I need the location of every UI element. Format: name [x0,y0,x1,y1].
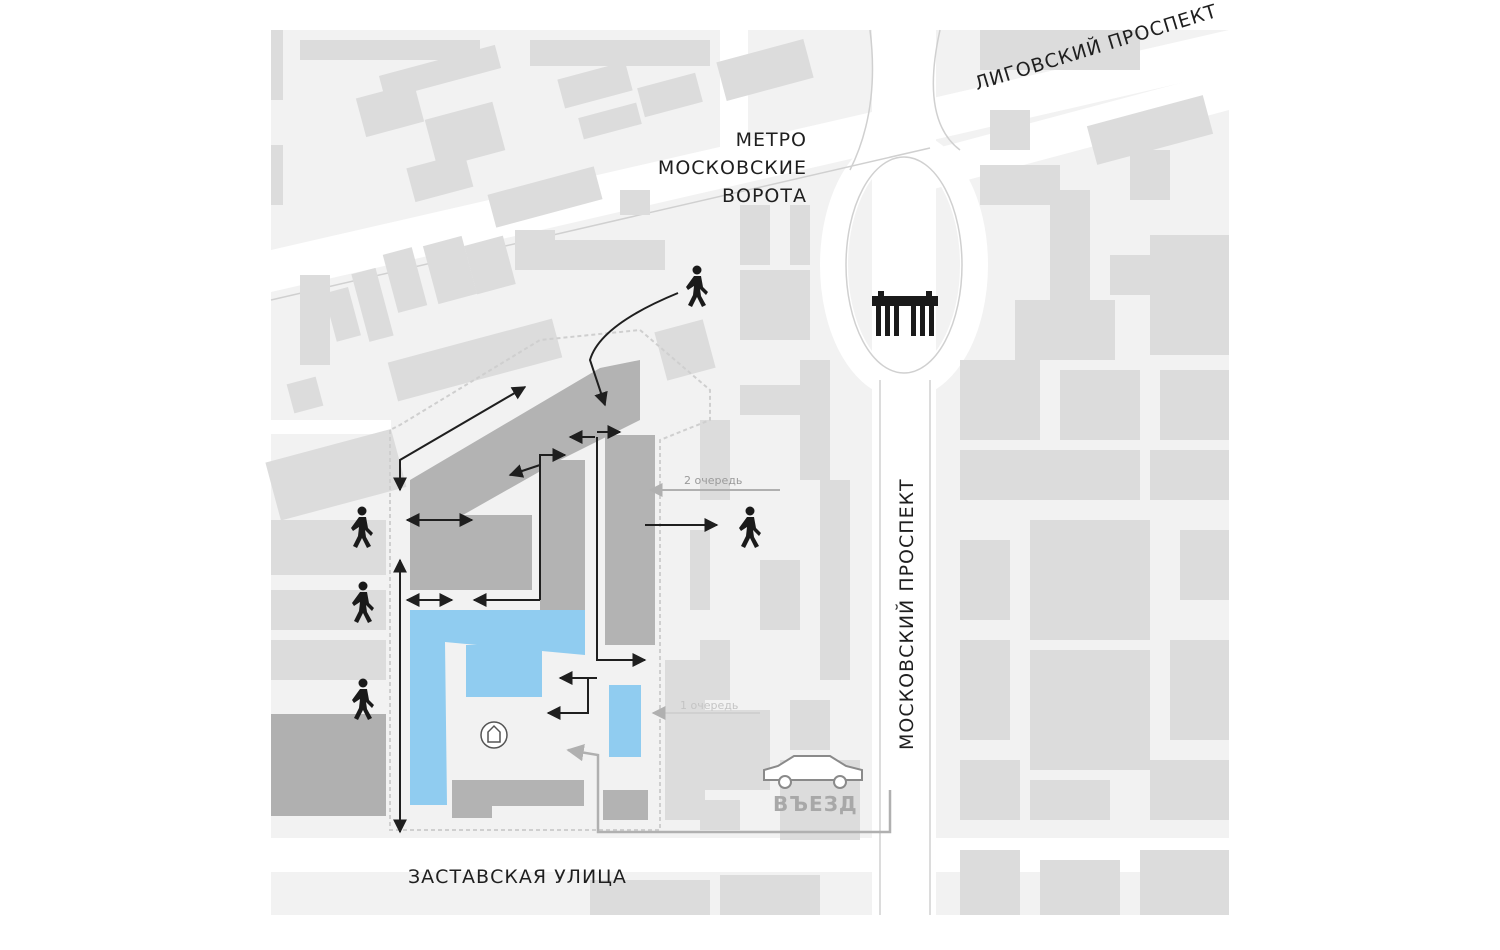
queue-1-label: 1 очередь [680,699,739,712]
metro-label-line3: ВОРОТА [721,185,807,207]
surrounding-buildings [265,30,1229,915]
metro-label-line1: МЕТРО [735,129,807,151]
map-right-mask [1229,0,1500,950]
entry-label: ВЪЕЗД [773,792,858,816]
car-route-arrow [566,743,892,834]
building-dark-block [271,714,386,816]
playground-icon [480,721,508,749]
metro-label: МЕТРО МОСКОВСКИЕ ВОРОТА [600,126,807,210]
highlighted-buildings [410,610,641,805]
queue-2-label: 2 очередь [684,474,743,487]
roads [271,30,1229,915]
metro-label-line2: МОСКОВСКИЕ [657,157,807,179]
pedestrian-route-arrows [393,292,719,834]
car-icon [763,755,863,789]
street-label-moskovsky: МОСКОВСКИЙ ПРОСПЕКТ [896,478,918,750]
site-boundary [389,328,711,831]
roundabout [820,131,988,399]
street-label-zastavskaya: ЗАСТАВСКАЯ УЛИЦА [408,866,627,888]
moscow-gate-icon [872,291,938,336]
